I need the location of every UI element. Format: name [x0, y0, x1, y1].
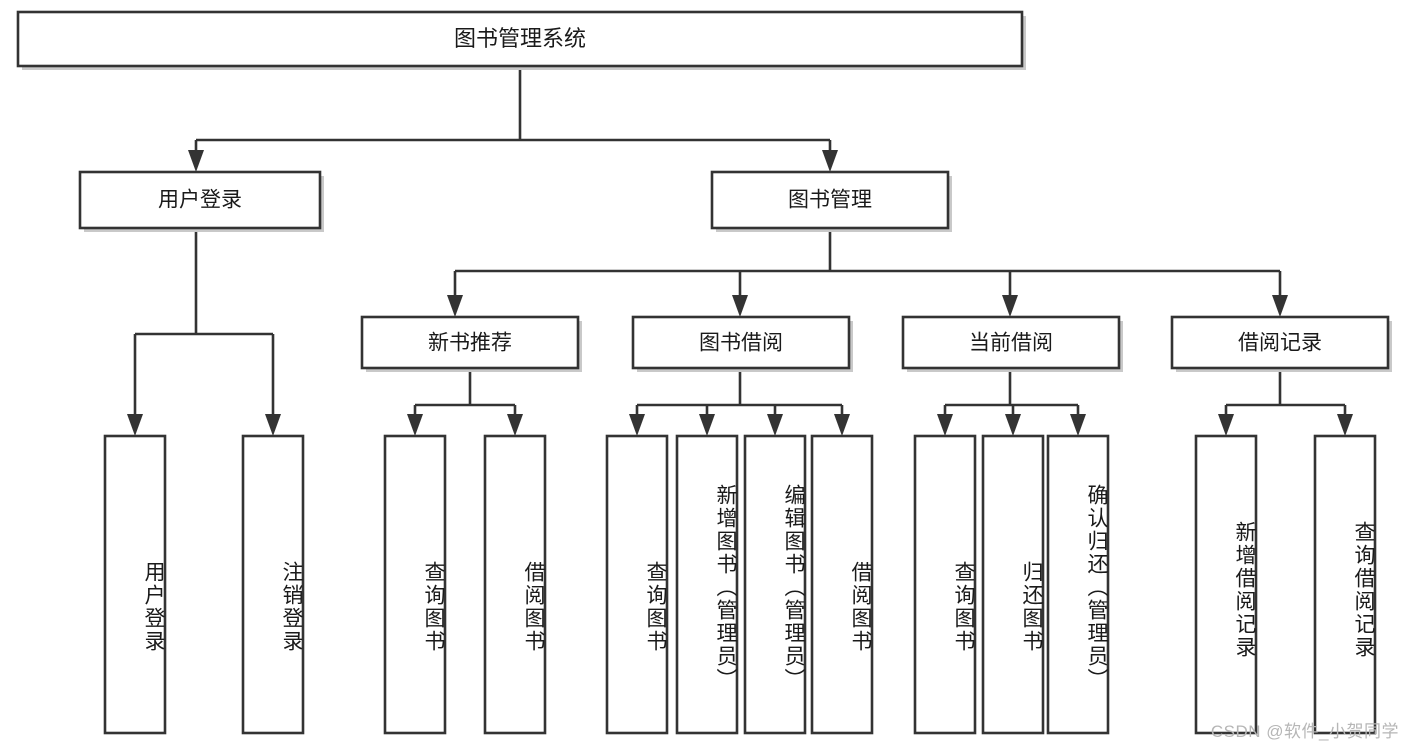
arrow-head-currentborrow — [1002, 295, 1018, 317]
arrow-head-borrowrecord-leaf2 — [1337, 414, 1353, 436]
leaf-box-bookborrow-1[interactable] — [675, 434, 739, 735]
arrow-head-newbook — [447, 295, 463, 317]
leaf-box-borrowrecord-1[interactable] — [1313, 434, 1377, 735]
arrow-head-user-login — [188, 150, 204, 172]
arrow-head-bookborrow — [732, 295, 748, 317]
arrow-head-currentborrow-leaf3 — [1070, 414, 1086, 436]
arrow-head-bookborrow-leaf4 — [834, 414, 850, 436]
leaf-box-bookborrow-0[interactable] — [605, 434, 669, 735]
node-user-login-label: 用户登录 — [158, 189, 242, 212]
node-borrow-record-label: 借阅记录 — [1238, 332, 1322, 355]
arrow-head-book-manage — [822, 150, 838, 172]
node-root-box[interactable] — [16, 10, 1024, 68]
leaf-box-user-login-0[interactable] — [103, 434, 167, 735]
node-book-manage-box[interactable] — [710, 170, 950, 230]
node-user-login[interactable]: 用户登录 — [78, 170, 324, 232]
node-book-manage-label: 图书管理 — [788, 189, 872, 212]
node-new-book-recommend-label: 新书推荐 — [428, 332, 512, 355]
node-current-borrow-label: 当前借阅 — [969, 332, 1053, 355]
arrow-head-borrowrecord-leaf1 — [1218, 414, 1234, 436]
node-book-borrow-label: 图书借阅 — [699, 332, 783, 355]
leaf-box-newbook-0[interactable] — [383, 434, 447, 735]
arrow-head-leaf-user-login — [127, 414, 143, 436]
node-root[interactable]: 图书管理系统 — [16, 10, 1026, 70]
connector-layer — [127, 66, 1353, 436]
csdn-watermark: CSDN @软件_小贺同学 — [1210, 722, 1399, 741]
leaf-box-currentborrow-0[interactable] — [913, 434, 977, 735]
arrow-head-borrowrecord — [1272, 295, 1288, 317]
arrow-head-bookborrow-leaf2 — [699, 414, 715, 436]
node-book-borrow[interactable]: 图书借阅 — [631, 315, 853, 372]
node-book-borrow-box[interactable] — [631, 315, 851, 370]
arrow-head-newbook-leaf1 — [407, 414, 423, 436]
node-new-book-recommend[interactable]: 新书推荐 — [360, 315, 582, 372]
arrow-head-bookborrow-leaf3 — [767, 414, 783, 436]
node-layer: 图书管理系统 用户登录 图书管理 新书推荐 — [16, 10, 1392, 735]
leaf-box-bookborrow-3[interactable] — [810, 434, 874, 735]
leaf-box-currentborrow-1[interactable] — [981, 434, 1045, 735]
leaf-box-currentborrow-2[interactable] — [1046, 434, 1110, 735]
node-borrow-record-box[interactable] — [1170, 315, 1390, 370]
node-root-label: 图书管理系统 — [454, 26, 586, 51]
arrow-head-newbook-leaf2 — [507, 414, 523, 436]
node-current-borrow-box[interactable] — [901, 315, 1121, 370]
leaf-box-newbook-1[interactable] — [483, 434, 547, 735]
node-book-manage[interactable]: 图书管理 — [710, 170, 952, 232]
node-borrow-record[interactable]: 借阅记录 — [1170, 315, 1392, 372]
arrow-head-currentborrow-leaf1 — [937, 414, 953, 436]
arrow-head-currentborrow-leaf2 — [1005, 414, 1021, 436]
leaf-box-bookborrow-2[interactable] — [743, 434, 807, 735]
leaf-box-borrowrecord-0[interactable] — [1194, 434, 1258, 735]
arrow-head-bookborrow-leaf1 — [629, 414, 645, 436]
node-user-login-box[interactable] — [78, 170, 322, 230]
arrow-head-leaf-logout — [265, 414, 281, 436]
leaf-box-user-login-1[interactable] — [241, 434, 305, 735]
node-new-book-recommend-box[interactable] — [360, 315, 580, 370]
node-current-borrow[interactable]: 当前借阅 — [901, 315, 1123, 372]
